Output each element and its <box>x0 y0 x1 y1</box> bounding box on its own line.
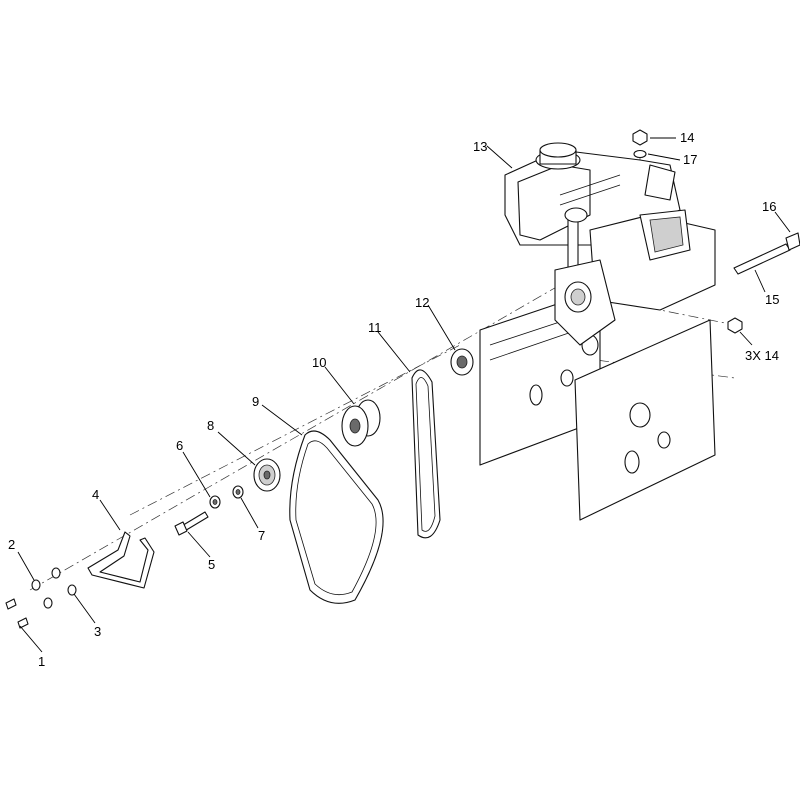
callout-4: 4 <box>92 487 99 502</box>
nut-3x14 <box>727 317 743 334</box>
nut-14-top <box>632 129 648 146</box>
hardware-1-2-3 <box>5 567 77 629</box>
callout-1: 1 <box>38 654 45 669</box>
washer-17 <box>633 149 647 159</box>
washer-7 <box>232 485 244 499</box>
callout-8: 8 <box>207 418 214 433</box>
callout-5: 5 <box>208 557 215 572</box>
cap-16 <box>785 232 800 251</box>
callout-13: 13 <box>473 139 487 154</box>
callout-3x14: 3X 14 <box>745 348 779 363</box>
callout-7: 7 <box>258 528 265 543</box>
callout-15: 15 <box>765 292 779 307</box>
belt-11 <box>411 369 441 539</box>
callout-labels: 1 2 3 4 5 6 7 8 9 10 11 12 13 14 17 16 1… <box>8 130 779 669</box>
callout-12: 12 <box>415 295 429 310</box>
bolt-5 <box>174 511 209 536</box>
callout-14-top: 14 <box>680 130 694 145</box>
engine-assembly <box>504 142 716 346</box>
frame-plates <box>479 297 716 521</box>
washer-6 <box>209 495 221 509</box>
callout-2: 2 <box>8 537 15 552</box>
belt-9 <box>289 430 384 604</box>
callout-10: 10 <box>312 355 326 370</box>
callout-17: 17 <box>683 152 697 167</box>
callout-9: 9 <box>252 394 259 409</box>
callout-11: 11 <box>368 320 382 335</box>
leader-lines <box>17 137 791 653</box>
rod-15 <box>733 243 791 275</box>
belt-guide-4 <box>87 531 155 589</box>
callout-6: 6 <box>176 438 183 453</box>
pulley-12 <box>450 348 474 376</box>
pulley-8 <box>253 458 281 492</box>
pulley-10 <box>341 399 381 447</box>
callout-16: 16 <box>762 199 776 214</box>
callout-3: 3 <box>94 624 101 639</box>
